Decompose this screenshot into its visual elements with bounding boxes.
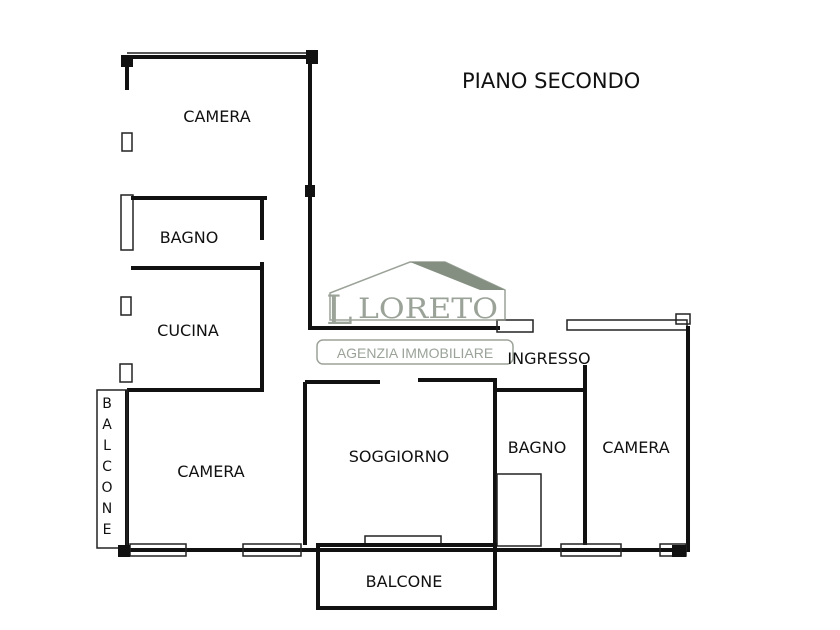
walls — [96, 50, 691, 610]
balcone-letter: C — [102, 459, 112, 475]
logo-subtitle: AGENZIA IMMOBILIARE — [337, 345, 493, 361]
balcone-letter: L — [103, 438, 111, 454]
balcone-letter: A — [102, 417, 112, 433]
room-bagno-right: BAGNO — [508, 438, 567, 457]
room-camera-top: CAMERA — [183, 107, 251, 126]
logo-brand: LORETO — [358, 292, 498, 325]
floor-title: PIANO SECONDO — [462, 69, 640, 93]
watermark-logo: L LORETO AGENZIA IMMOBILIARE — [316, 261, 514, 365]
svg-text:L: L — [326, 288, 353, 334]
room-soggiorno: SOGGIORNO — [349, 447, 450, 466]
balcone-letter: O — [101, 480, 112, 496]
room-cucina: CUCINA — [157, 321, 219, 340]
room-camera-left: CAMERA — [177, 462, 245, 481]
balcone-letter: N — [102, 501, 112, 517]
room-ingresso: INGRESSO — [507, 349, 590, 368]
room-balcone-bottom: BALCONE — [366, 572, 443, 591]
room-balcone-left: B A L C O N E — [101, 396, 112, 538]
balcone-letter: B — [102, 396, 112, 412]
room-bagno-left: BAGNO — [160, 228, 219, 247]
room-camera-right: CAMERA — [602, 438, 670, 457]
balcone-letter: E — [103, 522, 112, 538]
